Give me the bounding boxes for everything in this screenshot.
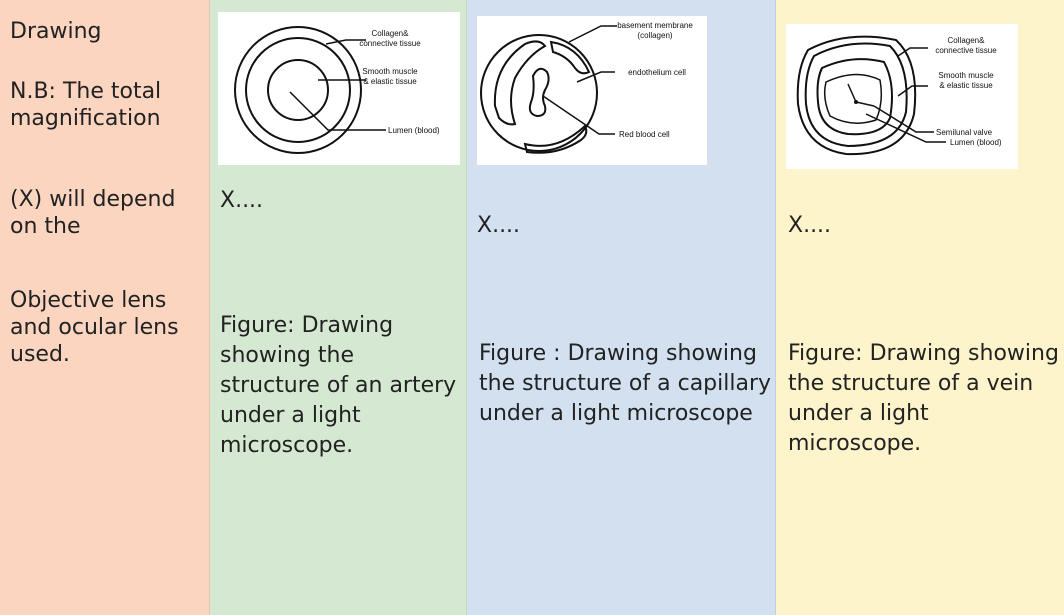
vein-drawing: Collagen& connective tissue Smooth muscl…: [796, 35, 1002, 156]
magnification-note-3: Objective lens and ocular lens used.: [10, 288, 179, 367]
artery-column: Collagen& connective tissue Smooth muscl…: [210, 0, 467, 615]
magnification-note: N.B: The total magnification: [10, 79, 162, 131]
vein-valve-pointer: [873, 105, 934, 133]
vein-smooth-pointer: [897, 85, 928, 97]
artery-outer-wall: [234, 26, 362, 154]
drawing-heading: Drawing: [10, 19, 102, 44]
artery-smooth-label-2: & elastic tissue: [363, 77, 417, 86]
vein-middle-wall: [804, 42, 908, 148]
vein-outer-wall: [796, 35, 917, 156]
vein-smooth-label-2: & elastic tissue: [939, 81, 993, 90]
artery-middle-wall: [245, 37, 351, 143]
artery-diagram: Collagen& connective tissue Smooth muscl…: [218, 12, 460, 165]
capillary-endothelium-cell-1: [493, 40, 547, 126]
vein-smooth-label: Smooth muscle: [938, 71, 994, 80]
magnification-note-2: (X) will depend on the: [10, 187, 176, 239]
capillary-diagram: basement membrane (collagen) endothelium…: [477, 16, 707, 165]
red-blood-cell: [528, 67, 550, 118]
semilunar-valve: [847, 83, 875, 107]
capillary-magnification: X....: [477, 213, 521, 238]
capillary-endothelium-label: endothelium cell: [628, 68, 686, 77]
artery-smooth-label: Smooth muscle: [362, 67, 418, 76]
capillary-column: basement membrane (collagen) endothelium…: [467, 0, 776, 615]
label-column: Drawing N.B: The total magnification (X)…: [0, 0, 210, 615]
vein-diagram: Collagen& connective tissue Smooth muscl…: [786, 24, 1018, 169]
vein-lumen: [823, 73, 883, 124]
vein-collagen-label-2: connective tissue: [935, 46, 997, 55]
artery-collagen-pointer: [325, 39, 366, 45]
vein-valve-label: Semilunal valve: [936, 128, 993, 137]
artery-lumen-pointer: [289, 91, 386, 131]
vein-column: Collagen& connective tissue Smooth muscl…: [776, 0, 1064, 615]
capillary-basement-label: basement membrane: [617, 21, 693, 30]
capillary-caption: Figure : Drawing showing the structure o…: [479, 341, 772, 426]
artery-collagen-label-2: connective tissue: [359, 39, 421, 48]
vein-caption: Figure: Drawing showing the structure of…: [788, 341, 1059, 456]
vein-collagen-label: Collagen&: [948, 36, 986, 45]
capillary-outer-ring: [480, 34, 598, 152]
artery-drawing: Collagen& connective tissue Smooth muscl…: [234, 26, 440, 154]
capillary-endothelium-pointer: [576, 71, 615, 83]
artery-lumen-label: Lumen (blood): [388, 126, 440, 135]
vein-inner-wall: [816, 58, 893, 136]
capillary-endothelium-cell-3: [523, 124, 588, 154]
artery-inner-wall: [267, 59, 329, 121]
vein-magnification: X....: [788, 213, 832, 238]
artery-caption: Figure: Drawing showing the structure of…: [220, 313, 457, 458]
capillary-drawing: basement membrane (collagen) endothelium…: [480, 21, 693, 154]
valve-point: [854, 100, 858, 104]
capillary-basement-label-2: (collagen): [637, 31, 672, 40]
artery-magnification: X....: [220, 188, 264, 213]
capillary-endothelium-cell-2: [549, 40, 591, 75]
capillary-rbc-pointer: [542, 95, 615, 135]
vein-collagen-pointer: [897, 47, 928, 57]
artery-collagen-label: Collagen&: [372, 29, 410, 38]
vein-lumen-label: Lumen (blood): [950, 138, 1002, 147]
capillary-rbc-label: Red blood cell: [619, 130, 670, 139]
vein-lumen-pointer: [865, 113, 946, 143]
capillary-basement-pointer: [568, 25, 617, 43]
